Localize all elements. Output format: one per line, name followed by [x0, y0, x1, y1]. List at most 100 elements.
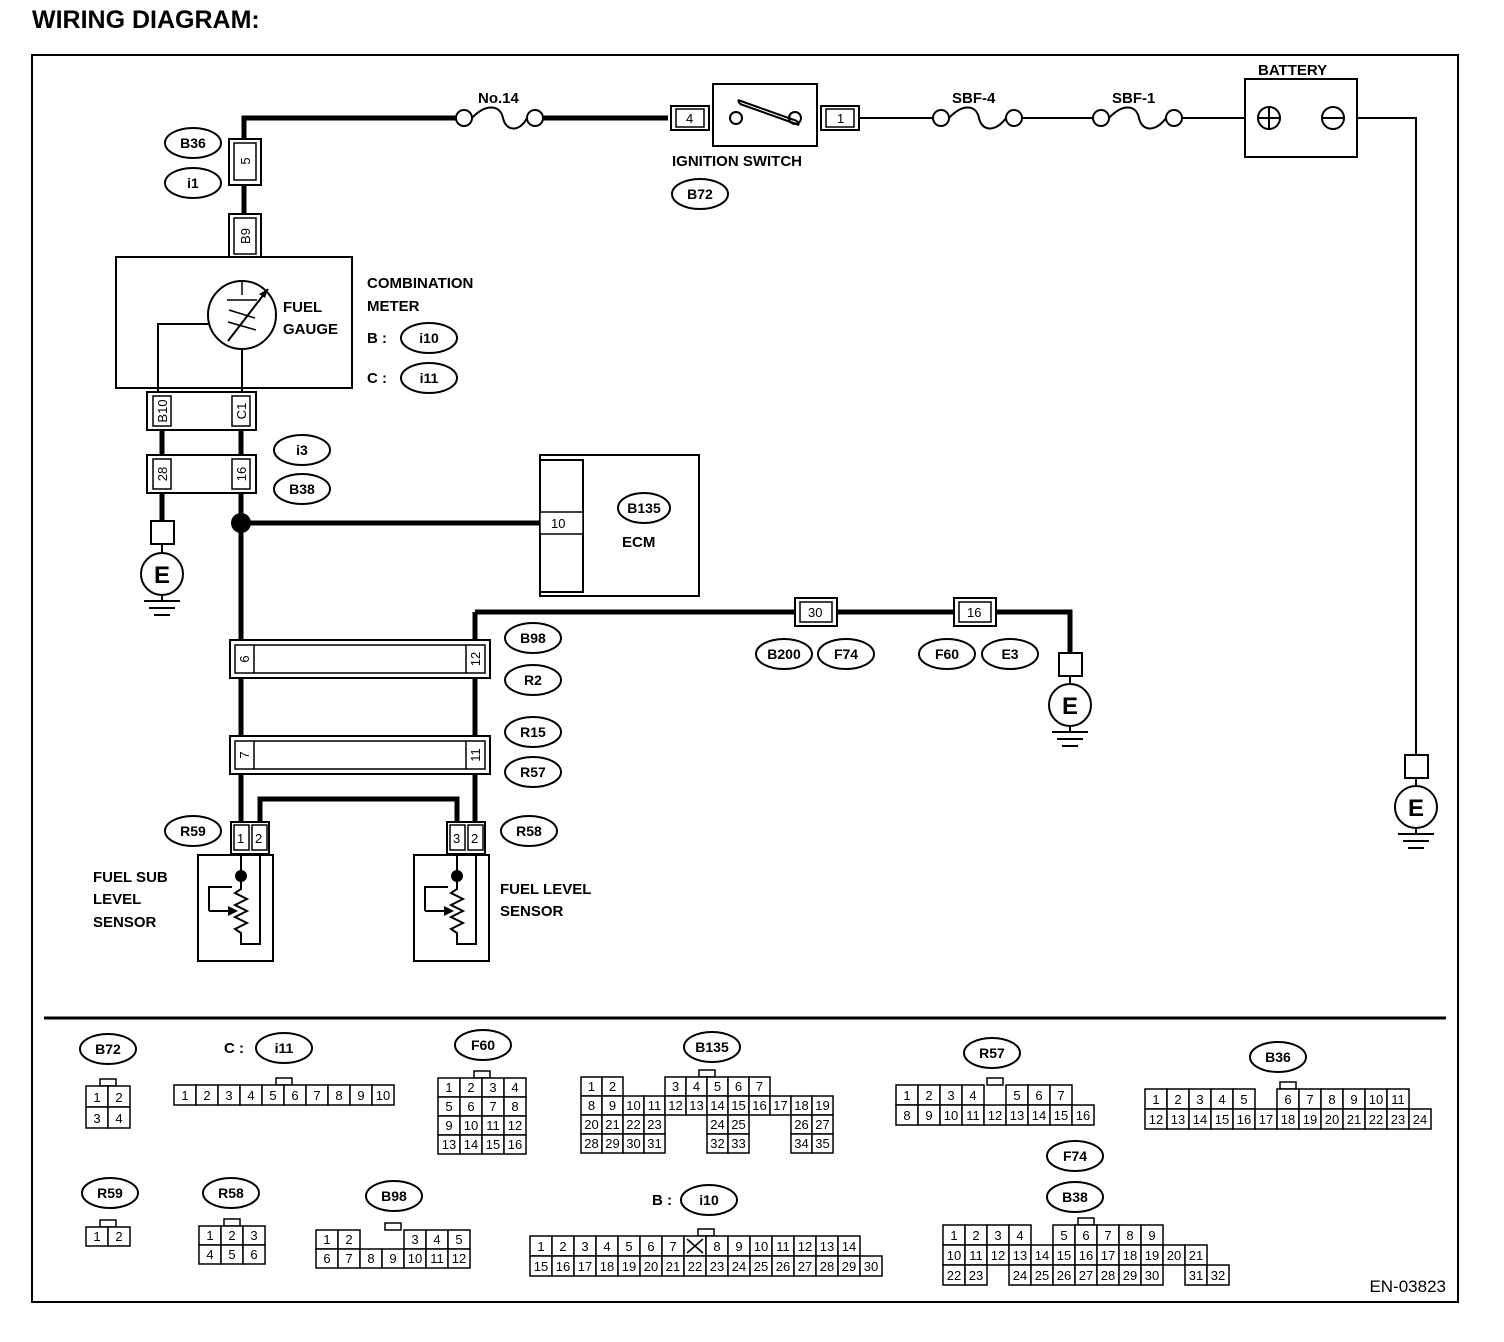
- connector-pin-number: 13: [1013, 1248, 1027, 1263]
- r59-pin-1: 1: [237, 831, 244, 846]
- ignition-switch: [670, 83, 860, 147]
- connector-pin-number: 8: [335, 1088, 342, 1103]
- connector-pin-number: 6: [323, 1251, 330, 1266]
- connector-pin-number: 11: [486, 1118, 500, 1133]
- connector-b98-r2: [229, 639, 491, 679]
- connector-cavity: [727, 1133, 750, 1154]
- ignition-switch-label: IGNITION SWITCH: [672, 153, 802, 170]
- connector-pin-number: 6: [467, 1099, 474, 1114]
- connector-pin-number: 27: [1079, 1268, 1093, 1283]
- connector-pin-number: 9: [357, 1088, 364, 1103]
- connector-pin-number: 21: [605, 1117, 619, 1132]
- connector-pin-number: 31: [1189, 1268, 1203, 1283]
- connector-pin-number: 14: [1032, 1108, 1046, 1123]
- connector-pin-number: 14: [464, 1137, 478, 1152]
- ground-e-right-label: E: [1408, 795, 1424, 822]
- id-i10: i10: [419, 330, 439, 346]
- r58-pin-3: 3: [453, 831, 460, 846]
- connector-pin-number: 25: [754, 1259, 768, 1274]
- connector-pin-number: 20: [1167, 1248, 1181, 1263]
- connector-pin-number: 9: [735, 1239, 742, 1254]
- connector-pin-number: 26: [1057, 1268, 1071, 1283]
- connector-pin-number: 18: [600, 1259, 614, 1274]
- connector-pin-number: 5: [269, 1088, 276, 1103]
- connector-pin-number: 12: [991, 1248, 1005, 1263]
- connector-id-ovals: [164, 127, 1039, 847]
- connector-pin-number: 19: [622, 1259, 636, 1274]
- connector-cavity-blank: [686, 1238, 704, 1254]
- connector-b200-f74: [794, 597, 838, 627]
- connector-pin-number: 4: [433, 1232, 440, 1247]
- connector-pin-number: 6: [291, 1088, 298, 1103]
- connector-cavity: [242, 1244, 266, 1265]
- connector-pin-number: 2: [467, 1080, 474, 1095]
- connector-pin-number: 7: [1057, 1088, 1064, 1103]
- connector-pin-number: 15: [1057, 1248, 1071, 1263]
- connector-pin-number: 7: [1306, 1092, 1313, 1107]
- connector-pin-number: 3: [250, 1228, 257, 1243]
- connector-cavity: [1071, 1104, 1095, 1126]
- connector-pin-number: 2: [345, 1232, 352, 1247]
- connector-pin-number: 12: [798, 1239, 812, 1254]
- connector-latch: [275, 1077, 293, 1086]
- fuse-sbf1-label: SBF-1: [1112, 90, 1155, 107]
- connector-latch: [99, 1078, 117, 1087]
- connector-pin-number: 4: [511, 1080, 518, 1095]
- connector-pin-number: 8: [1328, 1092, 1335, 1107]
- id-r2: R2: [524, 672, 542, 688]
- connector-pin-number: 2: [559, 1239, 566, 1254]
- meter-pin-c1: C1: [234, 403, 249, 420]
- connector-pin-number: 10: [1369, 1092, 1383, 1107]
- r2-pin-12: 12: [468, 652, 483, 666]
- fuel-sub-level-sensor-label-2: LEVEL: [93, 891, 141, 908]
- connector-pin-number: 7: [345, 1251, 352, 1266]
- connector-pin-number: 6: [735, 1079, 742, 1094]
- connector-pin-number: 14: [842, 1239, 856, 1254]
- connector-r15-r57: [229, 735, 491, 775]
- connector-pin-number: 14: [710, 1098, 724, 1113]
- connector-cavity: [964, 1264, 988, 1286]
- id-i11: i11: [420, 370, 439, 386]
- connector-pin-number: 1: [537, 1239, 544, 1254]
- connector-view-id: B98: [381, 1188, 407, 1204]
- connector-latch: [473, 1070, 491, 1079]
- connector-pin-number: 2: [925, 1088, 932, 1103]
- connector-cavity: [1140, 1264, 1164, 1286]
- connector-pin-number: 12: [1149, 1112, 1163, 1127]
- fuel-sub-level-sensor-label-3: SENSOR: [93, 914, 157, 931]
- connector-pin-number: 7: [1104, 1228, 1111, 1243]
- connector-latch: [986, 1077, 1004, 1086]
- connector-pin-number: 6: [1284, 1092, 1291, 1107]
- connector-pin-number: 16: [556, 1259, 570, 1274]
- connector-view-oval: [683, 1031, 741, 1063]
- connector-cavity: [107, 1106, 131, 1129]
- connector-pin-number: 1: [588, 1079, 595, 1094]
- connector-view-f74: F74: [1046, 1140, 1104, 1172]
- connector-pin-number: 5: [714, 1079, 721, 1094]
- r59-pin-2: 2: [255, 831, 262, 846]
- connector-pin-number: 6: [1082, 1228, 1089, 1243]
- connector-view-id: R58: [218, 1185, 244, 1201]
- connector-pin-number: 30: [1145, 1268, 1159, 1283]
- connector-pin-number: 3: [994, 1228, 1001, 1243]
- connector-pin-number: 7: [313, 1088, 320, 1103]
- connector-pin-number: 17: [1259, 1112, 1273, 1127]
- connector-pin-number: 2: [203, 1088, 210, 1103]
- meter-pin-b10: B10: [155, 399, 170, 422]
- battery-label: BATTERY: [1258, 62, 1327, 79]
- connector-pin-number: 19: [1145, 1248, 1159, 1263]
- connector-pin-number: 11: [1391, 1092, 1405, 1107]
- connector-cavity: [811, 1133, 834, 1154]
- connector-pin-number: 9: [1350, 1092, 1357, 1107]
- id-b36: B36: [180, 135, 206, 151]
- connector-pin-number: 12: [508, 1118, 522, 1133]
- connector-pin-number: 24: [1413, 1112, 1427, 1127]
- connector-pin-number: 1: [445, 1080, 452, 1095]
- connector-pin-number: 22: [626, 1117, 640, 1132]
- ground-e-middle-label: E: [1062, 693, 1078, 720]
